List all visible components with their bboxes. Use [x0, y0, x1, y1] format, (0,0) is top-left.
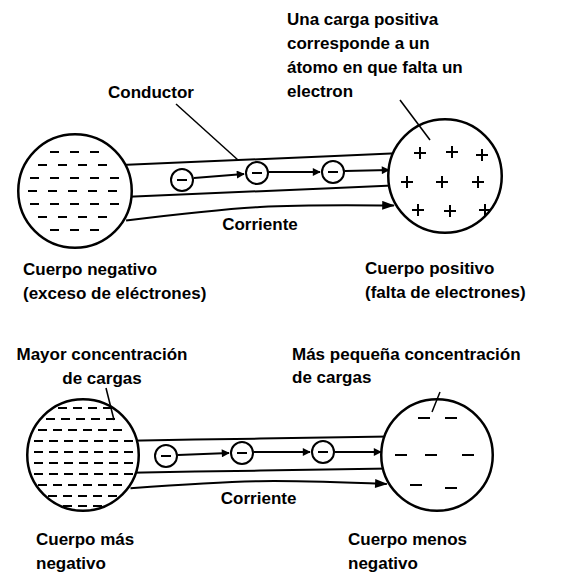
body-circle [381, 399, 493, 511]
electron [246, 162, 268, 184]
leader-line [400, 100, 430, 140]
negative-charges [34, 408, 133, 506]
electron-flow-arrow [254, 451, 310, 453]
conductor-interior [130, 453, 390, 457]
electron-flow-arrow [194, 174, 244, 178]
electron [322, 161, 344, 183]
electron [231, 442, 253, 464]
current-label: Corriente [159, 489, 359, 509]
leader-line [432, 392, 440, 412]
conductor-wall [122, 169, 398, 181]
body-circle [27, 399, 139, 511]
conductor-wall [130, 453, 390, 457]
electron [155, 445, 177, 467]
body-circle [388, 119, 502, 233]
charged-body: Cuerpo positivo (falta de electrones) [387, 118, 503, 234]
negative-charges [28, 152, 119, 230]
body-outline [387, 118, 503, 234]
conductor-wire [122, 169, 398, 181]
electron-flow-arrow [345, 170, 389, 171]
body-caption: Cuerpo positivo (falta de electrones) [365, 257, 533, 305]
annotation-label: Conductor [108, 82, 248, 104]
body-caption: Cuerpo negativo (exceso de eléctrones) [23, 258, 216, 306]
body-outline [380, 398, 494, 512]
leader-line [106, 388, 114, 420]
leader-line [176, 104, 238, 160]
conductor-interior [122, 169, 398, 181]
electron [312, 441, 334, 463]
electron-flow-arrow [335, 451, 381, 453]
electron-flow-arrow [269, 171, 320, 173]
electron-flow-arrow [178, 453, 229, 455]
body-circle [18, 134, 132, 248]
body-caption: Cuerpo más negativo [36, 528, 166, 576]
annotation-label: Mayor concentración de cargas [12, 343, 192, 391]
current-arrow-line [131, 481, 387, 488]
electron [171, 169, 193, 191]
annotation-label: Más pequeña concentración de cargas [292, 343, 532, 389]
body-caption: Cuerpo menos negativo [348, 528, 488, 576]
body-outline [17, 133, 133, 249]
positive-charges [401, 146, 491, 217]
conductor-wire [130, 453, 390, 457]
body-outline [26, 398, 140, 512]
current-label: Corriente [160, 215, 360, 235]
negative-charges [395, 418, 474, 488]
annotation-label: Una carga positiva corresponde a un átom… [287, 8, 472, 104]
charged-body: Cuerpo más negativo [26, 398, 140, 512]
current-arrow [131, 481, 387, 488]
charged-body: Cuerpo negativo (exceso de eléctrones) [17, 133, 133, 249]
charged-body: Cuerpo menos negativo [380, 398, 494, 512]
